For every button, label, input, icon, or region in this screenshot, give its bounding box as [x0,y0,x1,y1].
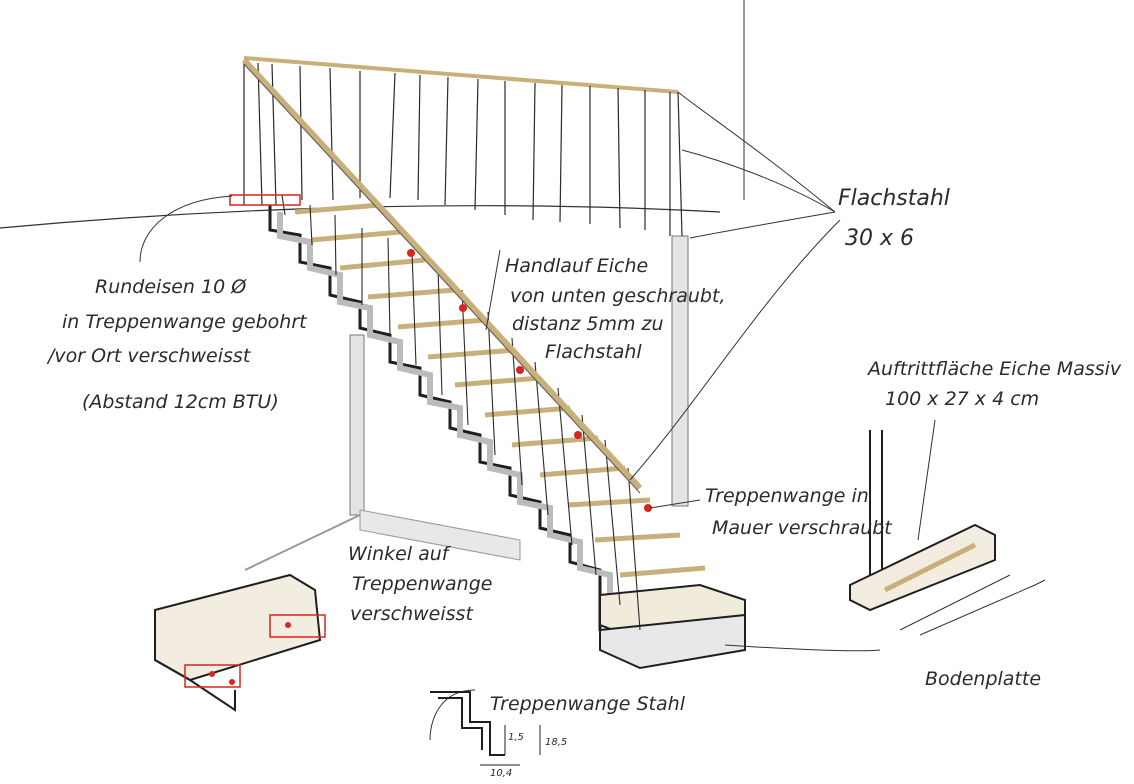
support-column-left [349,334,365,516]
label-dim-a: 1,5 [508,732,524,743]
label-auftritt-1: Auftrittfläche Eiche Massiv [866,358,1122,380]
support-column-right [671,235,689,507]
label-handlauf-4: Flachstahl [545,341,642,363]
label-rundeisen-3: /vor Ort verschweisst [46,345,252,367]
label-winkel-1: Winkel auf [348,543,452,565]
screw-points [407,249,652,512]
label-rundeisen-4: (Abstand 12cm BTU) [82,391,279,413]
label-dim-c: 10,4 [490,768,512,779]
label-wange-mauer-1: Treppenwange in [705,485,869,507]
handrail-flatsteel [243,63,641,494]
label-wange-mauer-2: Mauer verschraubt [712,517,893,539]
label-rundeisen-2: in Treppenwange gebohrt [62,311,308,333]
label-auftritt-2: 100 x 27 x 4 cm [885,388,1039,410]
detail-auftritt [849,430,1046,636]
label-dim-b: 18,5 [545,737,567,748]
label-flachstahl-2: 30 x 6 [845,226,914,251]
detail-winkel [154,573,326,712]
landing-balustrade [243,56,683,237]
label-flachstahl-1: Flachstahl [838,186,950,211]
stair-stringer-shadow [277,212,613,640]
label-wange-stahl: Treppenwange Stahl [490,693,686,715]
label-handlauf-1: Handlauf Eiche [505,255,648,277]
label-handlauf-3: distanz 5mm zu [512,313,664,335]
floor-shadow [359,509,521,561]
floor-edge-line [244,514,361,571]
bottom-step-base [599,613,746,670]
landing-bracket [229,194,301,206]
label-handlauf-2: von unten geschraubt, [510,285,725,307]
leader-lines [139,91,936,741]
profile-detail [430,691,541,766]
stair-stringer [268,205,641,652]
label-bodenplatte: Bodenplatte [925,668,1041,690]
label-rundeisen-1: Rundeisen 10 Ø [95,276,247,298]
label-winkel-2: Treppenwange [352,573,492,595]
label-winkel-3: verschweisst [350,603,474,625]
handrail-oak [241,57,643,491]
